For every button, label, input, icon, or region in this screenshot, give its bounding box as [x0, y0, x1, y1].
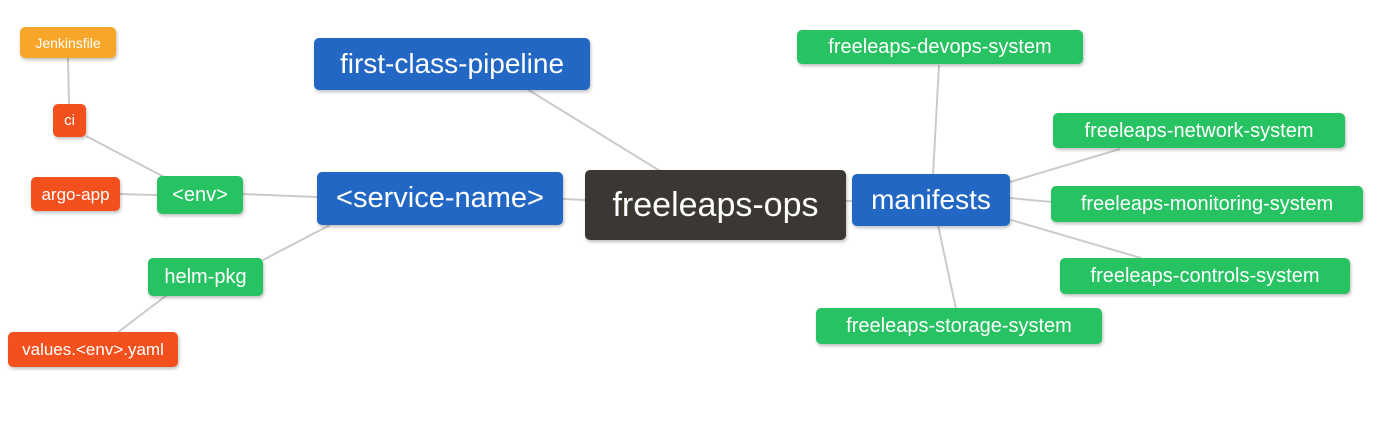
node-service-name[interactable]: <service-name>	[317, 172, 563, 225]
edge-pipeline-freeleaps-ops	[526, 88, 661, 172]
node-helm-pkg[interactable]: helm-pkg	[148, 258, 263, 296]
node-freeleaps-storage-system[interactable]: freeleaps-storage-system	[816, 308, 1102, 344]
edge-env-service-name	[242, 193, 318, 198]
node-jenkinsfile[interactable]: Jenkinsfile	[20, 27, 116, 58]
node-freeleaps-network-system[interactable]: freeleaps-network-system	[1053, 113, 1345, 148]
node-first-class-pipeline[interactable]: first-class-pipeline	[314, 38, 590, 90]
edge-argo-app-env	[119, 193, 158, 196]
edge-manifests-controls	[1010, 219, 1142, 259]
node-argo-app[interactable]: argo-app	[31, 177, 120, 211]
edge-service-name-helm-pkg	[262, 224, 331, 261]
node-ci[interactable]: ci	[53, 104, 86, 137]
node-values-env-yaml[interactable]: values.<env>.yaml	[8, 332, 178, 367]
node-freeleaps-controls-system[interactable]: freeleaps-controls-system	[1060, 258, 1350, 294]
edge-manifests-storage	[937, 224, 957, 310]
node-freeleaps-devops-system[interactable]: freeleaps-devops-system	[797, 30, 1083, 64]
node-manifests[interactable]: manifests	[852, 174, 1010, 226]
edge-jenkinsfile-ci	[67, 57, 70, 106]
edge-helm-pkg-values-env-yaml	[116, 294, 168, 334]
node-freeleaps-monitoring-system[interactable]: freeleaps-monitoring-system	[1051, 186, 1363, 222]
edge-manifests-network	[1009, 148, 1121, 183]
edge-manifests-monitoring	[1009, 197, 1053, 203]
edge-service-name-freeleaps-ops	[562, 198, 586, 201]
edge-manifests-devops	[932, 64, 940, 176]
node-freeleaps-ops[interactable]: freeleaps-ops	[585, 170, 846, 240]
node-env[interactable]: <env>	[157, 176, 243, 214]
edge-ci-env	[85, 135, 167, 179]
